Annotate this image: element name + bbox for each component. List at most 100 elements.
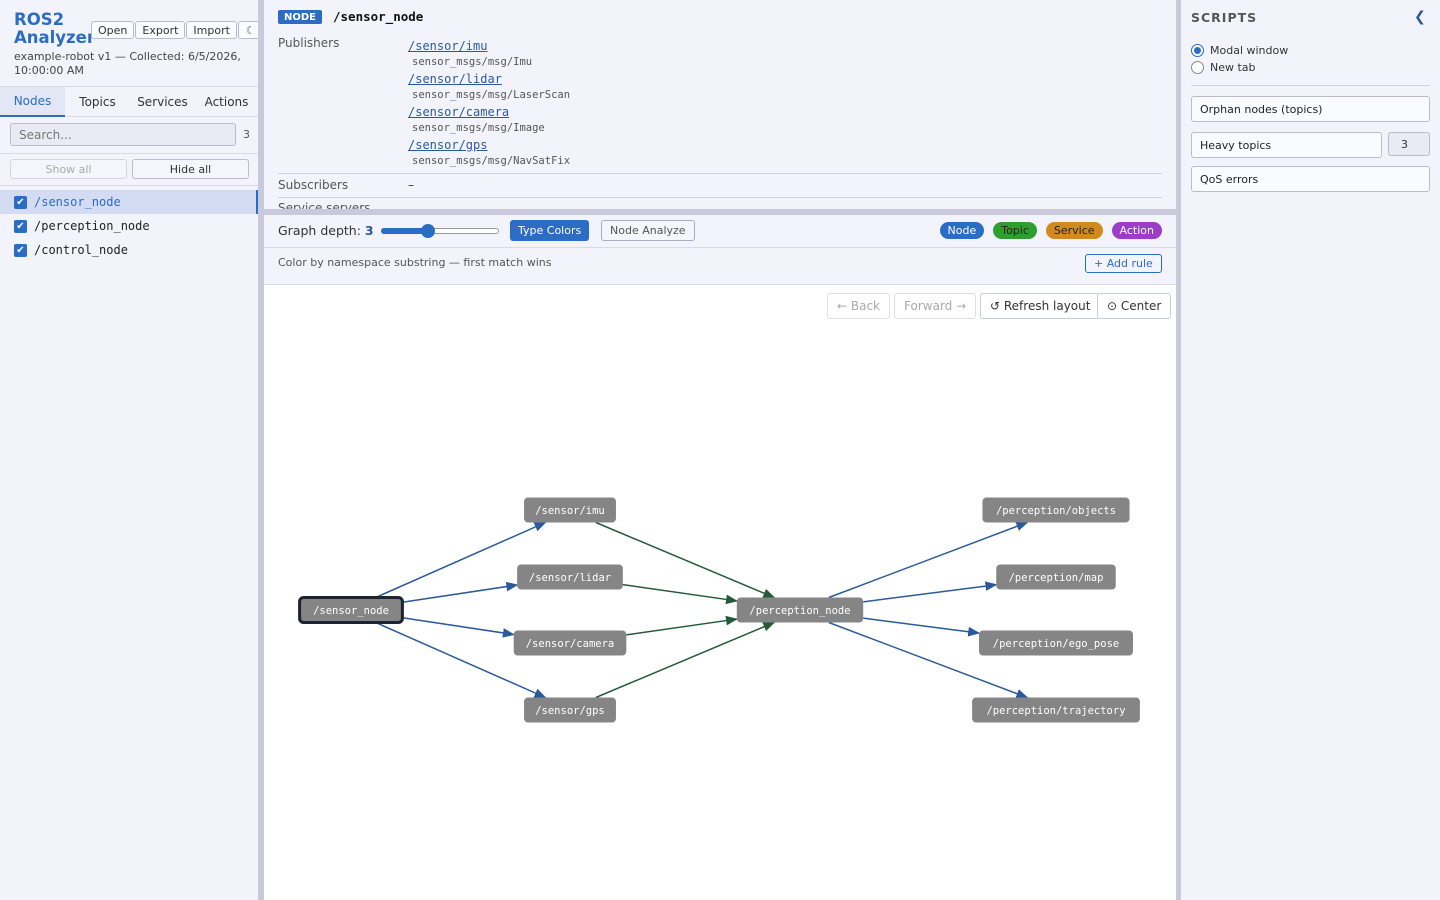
graph-node-label: /perception/objects — [996, 505, 1116, 517]
heavy-topics-count-input[interactable] — [1388, 132, 1430, 156]
radio-modal-window[interactable]: Modal window — [1191, 44, 1288, 57]
graph-node-sensor_node[interactable]: /sensor_node — [298, 596, 404, 624]
graph-node-box[interactable] — [524, 697, 616, 723]
legend-action: Action — [1111, 222, 1162, 239]
graph-node-camera[interactable]: /sensor/camera — [513, 630, 627, 656]
tab-actions[interactable]: Actions — [204, 95, 249, 109]
radio-new-tab[interactable]: New tab — [1191, 61, 1256, 74]
graph-node-lidar[interactable]: /sensor/lidar — [517, 564, 623, 590]
graph-node-label: /sensor/imu — [535, 505, 605, 517]
back-button[interactable]: ← Back — [827, 293, 891, 319]
graph-node-box[interactable] — [979, 630, 1133, 656]
graph-node-perception_node[interactable]: /perception_node — [736, 597, 864, 623]
publisher-msg-type: sensor_msgs/msg/Imu — [412, 56, 533, 68]
heavy-topics-button[interactable]: Heavy topics — [1191, 132, 1382, 158]
graph-edge-perception_node-ego_pose — [863, 617, 981, 637]
graph-svg[interactable]: /sensor_node/sensor/imu/sensor/lidar/sen… — [264, 285, 1176, 900]
tab-topics[interactable]: Topics — [79, 95, 116, 109]
graph-node-box[interactable] — [982, 497, 1130, 523]
slider-handle[interactable] — [421, 224, 436, 238]
graph-edge-perception_node-objects — [828, 521, 1029, 599]
divider — [278, 173, 1162, 174]
graph-depth-value: 3 — [364, 223, 374, 238]
graph-node-label: /sensor_node — [313, 605, 389, 617]
open-button[interactable]: Open — [91, 21, 135, 39]
graph-node-box[interactable] — [298, 596, 404, 624]
graph-node-trajectory[interactable]: /perception/trajectory — [972, 697, 1140, 723]
scripts-resize-handle[interactable] — [1176, 0, 1181, 900]
service-servers-label: Service servers — [278, 201, 371, 209]
export-button[interactable]: Export — [135, 21, 186, 39]
graph-canvas[interactable]: /sensor_node/sensor/imu/sensor/lidar/sen… — [264, 285, 1176, 900]
divider — [1191, 85, 1430, 86]
sidebar-resize-handle[interactable] — [258, 0, 264, 900]
tab-services[interactable]: Services — [137, 95, 188, 109]
graph-node-box[interactable] — [736, 597, 864, 623]
slider-fill — [381, 228, 429, 234]
graph-edge-sensor_node-camera — [402, 617, 515, 638]
app-title: ROS2 Analyzer — [14, 10, 95, 47]
refresh-layout-button[interactable]: ↺ Refresh layout — [980, 293, 1101, 319]
graph-edge-perception_node-map — [863, 581, 998, 603]
divider — [0, 185, 258, 186]
checkbox-checked-icon[interactable]: ✔ — [14, 195, 27, 209]
graph-toolbar: Graph depth: 3 Type Colors Node Analyze … — [264, 215, 1176, 248]
publishers-label: Publishers — [278, 36, 340, 50]
graph-node-imu[interactable]: /sensor/imu — [524, 497, 616, 523]
qos-errors-button[interactable]: QoS errors — [1191, 166, 1430, 192]
checkbox-checked-icon[interactable]: ✔ — [14, 219, 27, 233]
list-item[interactable]: ✔ /perception_node — [0, 214, 258, 238]
list-item[interactable]: ✔ /sensor_node — [0, 190, 258, 214]
orphan-nodes-button[interactable]: Orphan nodes (topics) — [1191, 96, 1430, 122]
radio-unselected-icon[interactable] — [1191, 61, 1204, 74]
theme-toggle-icon[interactable]: ☾ — [237, 21, 260, 39]
graph-edge-perception_node-trajectory — [828, 621, 1029, 699]
node-detail-title: /sensor_node — [333, 9, 424, 24]
graph-node-label: /sensor/gps — [535, 705, 605, 717]
type-colors-button[interactable]: Type Colors — [510, 220, 590, 241]
radio-label: Modal window — [1210, 44, 1289, 57]
graph-node-gps[interactable]: /sensor/gps — [524, 697, 616, 723]
publisher-topic-link[interactable]: /sensor/imu — [408, 39, 488, 53]
publisher-topic-link[interactable]: /sensor/lidar — [408, 72, 502, 86]
list-item[interactable]: ✔ /control_node — [0, 238, 258, 262]
legend-node: Node — [939, 222, 985, 239]
graph-node-box[interactable] — [513, 630, 627, 656]
graph-node-label: /perception/trajectory — [986, 705, 1125, 717]
node-type-badge: NODE — [278, 10, 323, 24]
publisher-msg-type: sensor_msgs/msg/NavSatFix — [412, 155, 571, 167]
checkbox-checked-icon[interactable]: ✔ — [14, 243, 27, 257]
sidebar-tabs: Nodes Topics Services Actions — [0, 86, 258, 117]
graph-node-box[interactable] — [517, 564, 623, 590]
list-item-label: /sensor_node — [34, 195, 121, 209]
graph-node-map[interactable]: /perception/map — [996, 564, 1116, 590]
publisher-topic-link[interactable]: /sensor/camera — [408, 105, 510, 119]
graph-node-box[interactable] — [996, 564, 1116, 590]
publishers-list: /sensor/imu sensor_msgs/msg/Imu /sensor/… — [408, 38, 570, 170]
graph-depth-text: Graph depth: — [278, 223, 361, 238]
tab-nodes[interactable]: Nodes — [0, 87, 65, 117]
graph-node-box[interactable] — [972, 697, 1140, 723]
add-rule-button[interactable]: + Add rule — [1085, 254, 1162, 273]
graph-node-objects[interactable]: /perception/objects — [982, 497, 1130, 523]
list-item-label: /control_node — [34, 243, 128, 257]
import-button[interactable]: Import — [186, 21, 237, 39]
graph-node-ego_pose[interactable]: /perception/ego_pose — [979, 630, 1133, 656]
hide-all-button[interactable]: Hide all — [132, 159, 249, 179]
center-button[interactable]: ⊙ Center — [1097, 293, 1172, 319]
forward-button[interactable]: Forward → — [894, 293, 977, 319]
node-analyze-button[interactable]: Node Analyze — [601, 220, 695, 241]
graph-node-label: /perception/map — [1009, 572, 1104, 584]
list-item-label: /perception_node — [34, 219, 150, 233]
color-rules-bar: Color by namespace substring — first mat… — [264, 248, 1176, 285]
graph-edge-lidar-perception_node — [622, 583, 738, 605]
graph-depth-slider[interactable] — [381, 224, 499, 238]
graph-node-box[interactable] — [524, 497, 616, 523]
search-input[interactable] — [10, 123, 236, 146]
graph-node-label: /sensor/lidar — [529, 572, 611, 584]
show-all-button[interactable]: Show all — [10, 159, 127, 179]
radio-selected-icon[interactable] — [1191, 44, 1204, 57]
publisher-topic-link[interactable]: /sensor/gps — [408, 138, 488, 152]
detail-resize-handle[interactable] — [264, 209, 1176, 215]
collapse-icon[interactable]: ❮ — [1414, 9, 1426, 25]
